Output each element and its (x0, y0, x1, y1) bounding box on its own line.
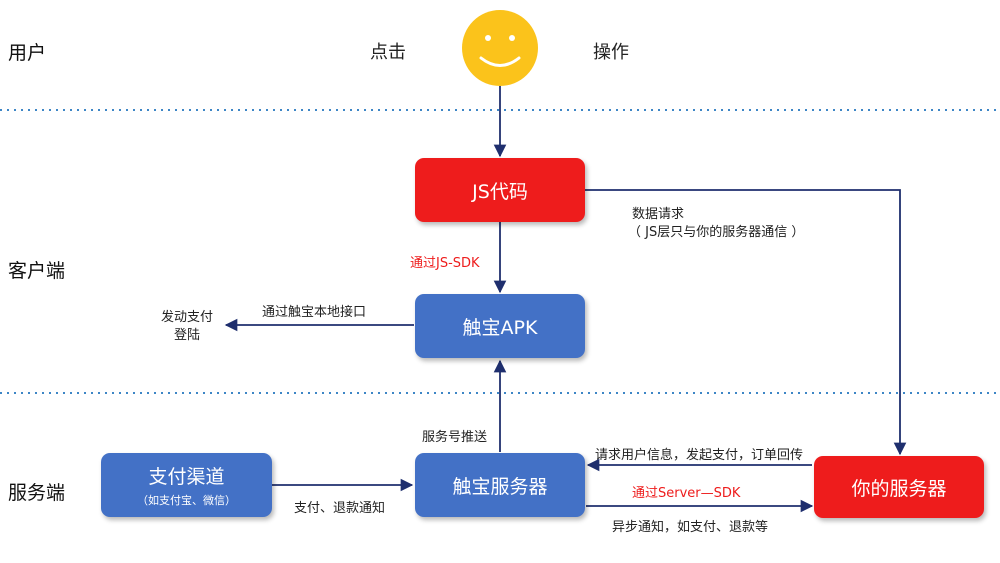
data-request-label: 数据请求 (632, 207, 685, 222)
chubao-server-label: 触宝服务器 (452, 475, 548, 498)
pay-refund-notify-label: 支付、退款通知 (294, 501, 386, 516)
click-label: 点击 (370, 42, 406, 63)
launch-pay-line: 发动支付 (160, 310, 213, 325)
js-code-label: JS代码 (472, 180, 528, 203)
lane-label-client: 客户端 (8, 260, 66, 282)
your-server-box: 你的服务器 (814, 456, 984, 518)
login-line: 登陆 (173, 328, 200, 343)
your-server-label: 你的服务器 (851, 477, 947, 500)
data-request-note: （ JS层只与你的服务器通信 ） (628, 225, 805, 240)
request-user-info-label: 请求用户信息，发起支付，订单回传 (595, 448, 804, 463)
user-smiley-icon (462, 10, 538, 86)
via-server-sdk-label: 通过Server—SDK (632, 486, 741, 501)
via-local-interface-label: 通过触宝本地接口 (262, 305, 367, 320)
chubao-apk-label: 触宝APK (462, 316, 538, 339)
lane-label-server: 服务端 (8, 482, 66, 504)
chubao-apk-box: 触宝APK (415, 294, 585, 358)
async-notify-label: 异步通知，如支付、退款等 (612, 520, 769, 535)
lane-label-user: 用户 (8, 42, 47, 64)
pay-channel-sub-label: （如支付宝、微信） (137, 494, 236, 507)
pay-channel-box: 支付渠道 （如支付宝、微信） (101, 453, 272, 517)
launch-pay-label: 发动支付 登陆 (152, 309, 222, 345)
operate-label: 操作 (593, 42, 629, 63)
via-js-sdk-label: 通过JS-SDK (410, 256, 480, 271)
chubao-server-box: 触宝服务器 (415, 453, 585, 517)
service-push-label: 服务号推送 (422, 430, 488, 445)
pay-channel-label: 支付渠道 (148, 466, 225, 488)
js-code-box: JS代码 (415, 158, 585, 222)
arrow-js-to-your-server (584, 189, 907, 456)
